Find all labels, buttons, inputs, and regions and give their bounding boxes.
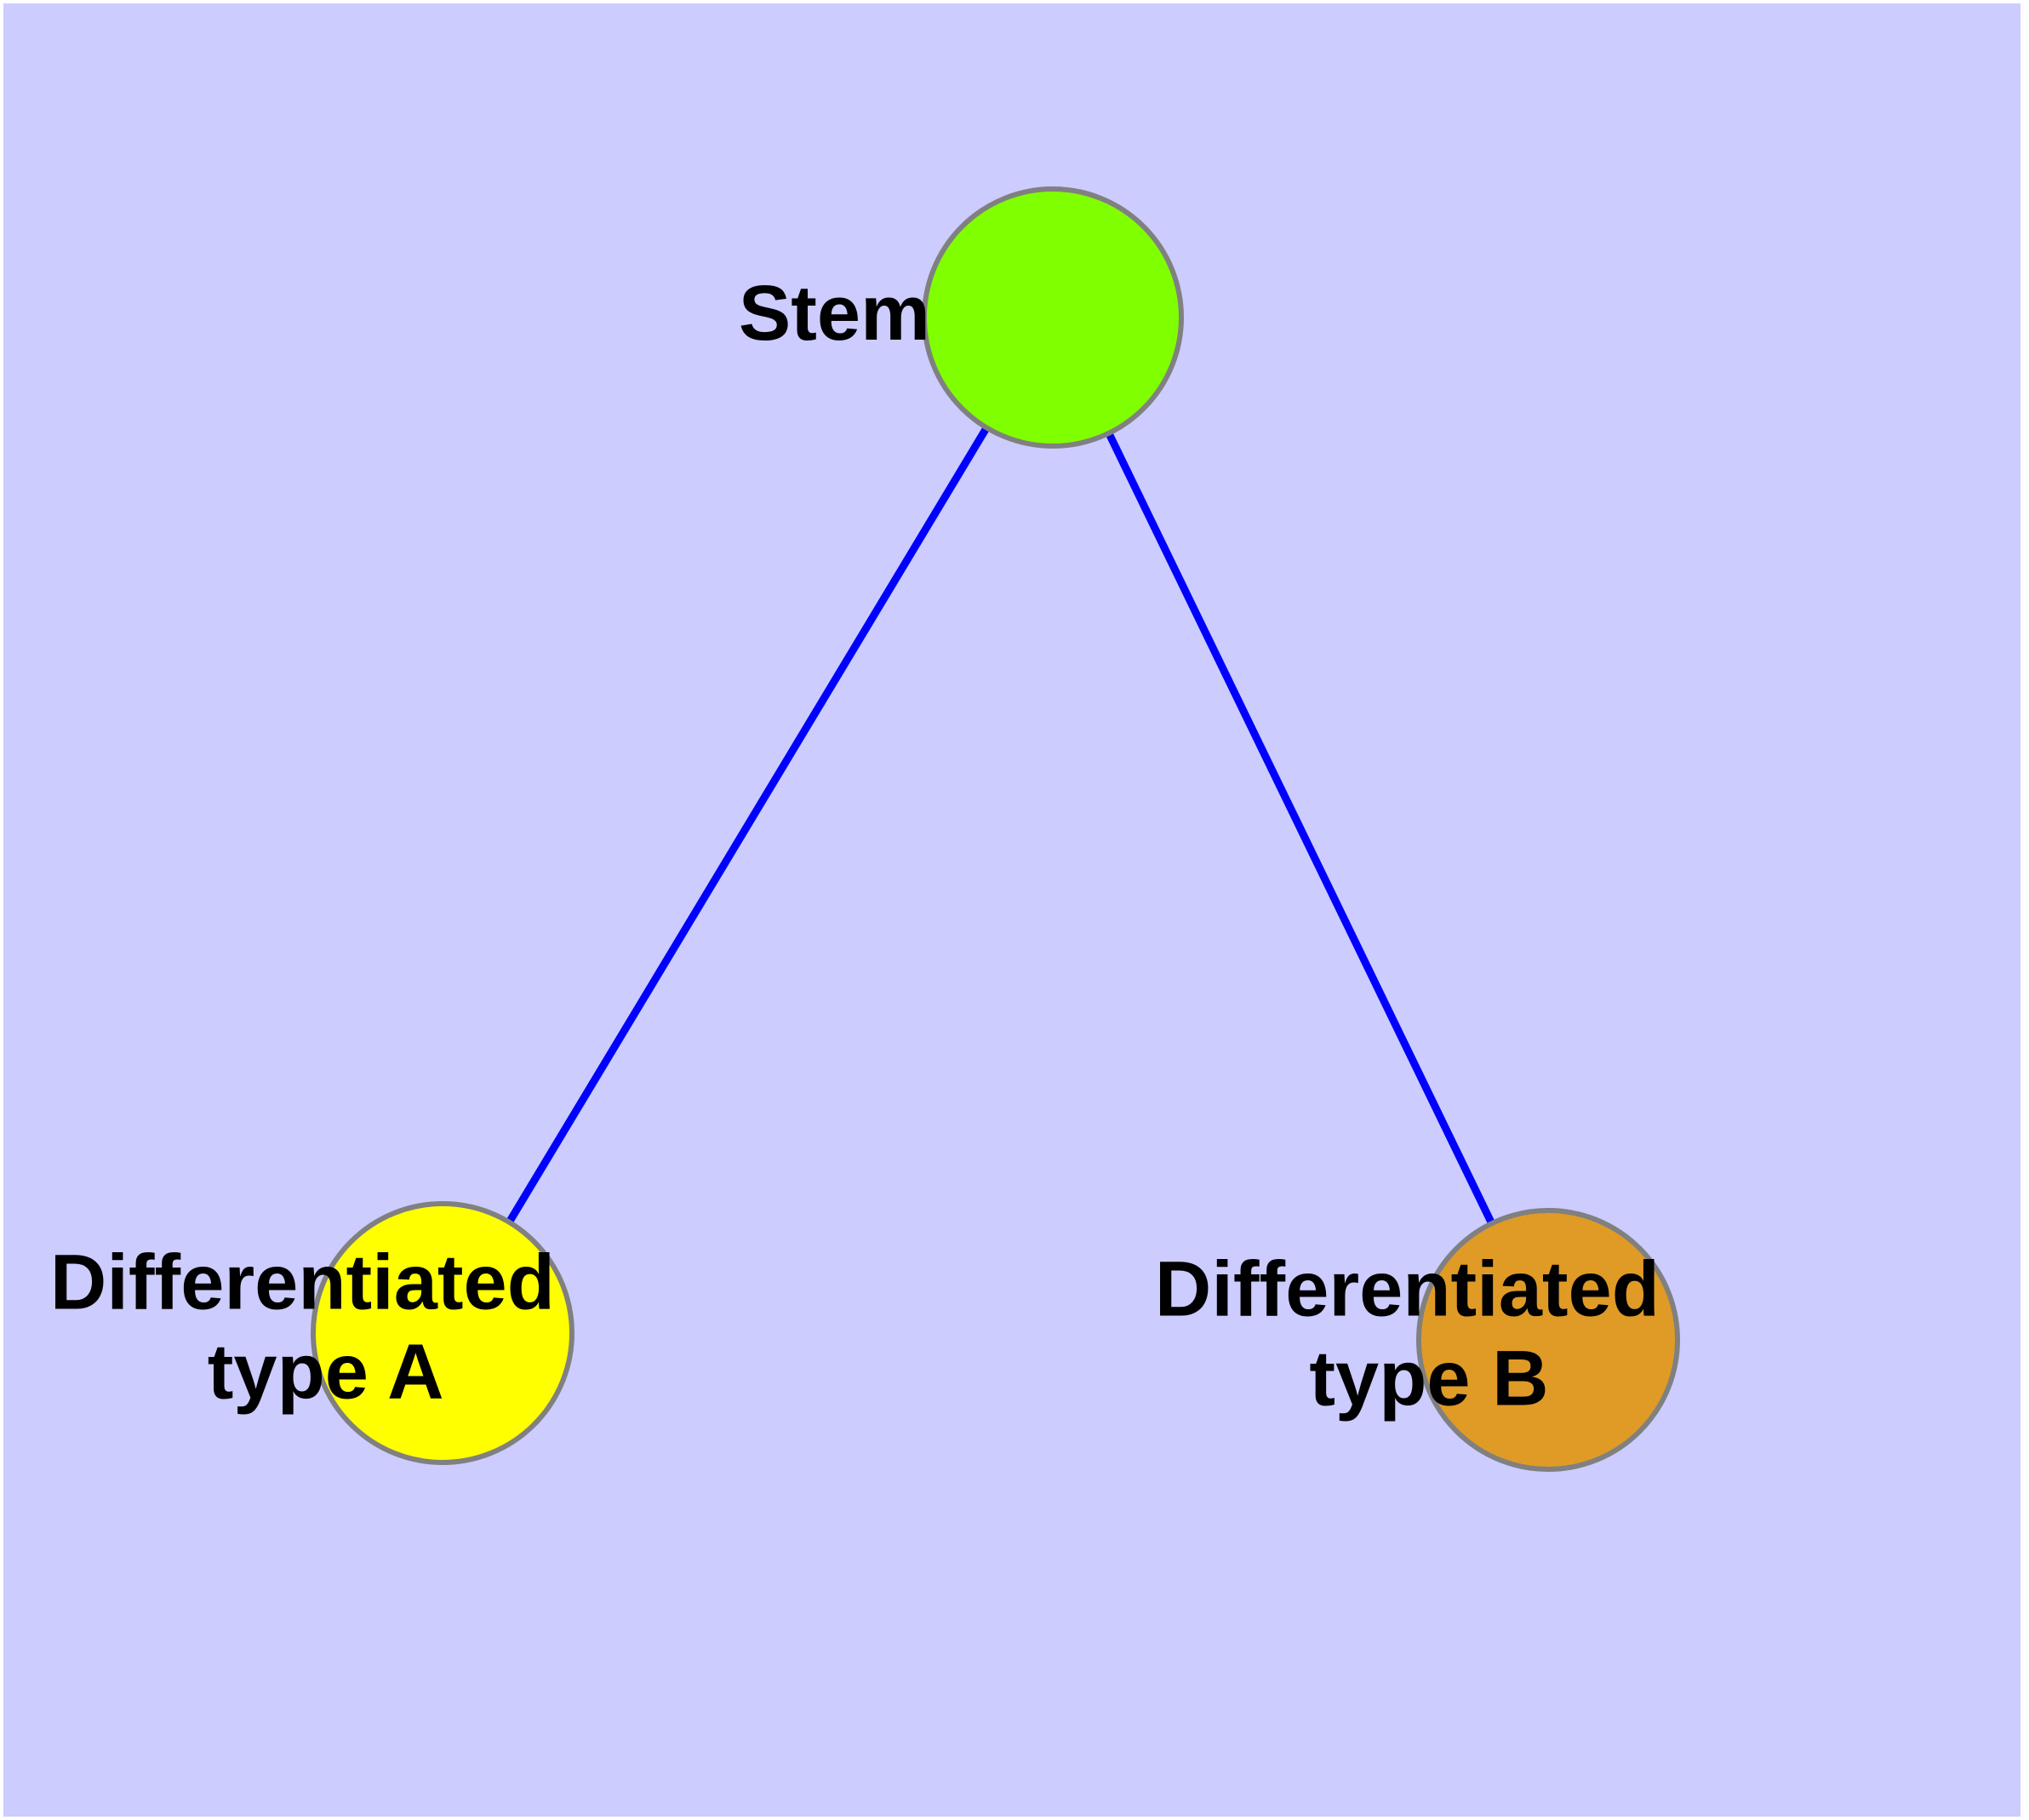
node-layer: Stem Differentiated type A Differentiate… bbox=[50, 186, 1899, 1472]
node-stem-label: Stem bbox=[739, 270, 1365, 357]
node-differentiated-type-b-label-line2: type B bbox=[1309, 1336, 1548, 1422]
node-differentiated-type-b-label-line1: Differentiated bbox=[1155, 1246, 1660, 1333]
node-stem-circle[interactable] bbox=[922, 186, 1184, 449]
node-differentiated-type-a-label: Differentiated type A bbox=[50, 1239, 794, 1416]
node-differentiated-type-b-circle[interactable] bbox=[1416, 1208, 1680, 1472]
node-differentiated-type-a-label-line1: Differentiated bbox=[50, 1239, 555, 1326]
node-differentiated-type-b-label: Differentiated type B bbox=[1155, 1246, 1899, 1422]
node-differentiated-type-a-label-line2: type A bbox=[208, 1329, 443, 1416]
node-differentiated-type-a-circle[interactable] bbox=[311, 1201, 574, 1465]
node-stem[interactable]: Stem bbox=[739, 186, 1365, 449]
node-stem-label-line1: Stem bbox=[739, 270, 930, 357]
node-differentiated-type-b[interactable]: Differentiated type B bbox=[1155, 1208, 1899, 1472]
edge-stem-to-type-a[interactable] bbox=[439, 315, 1056, 1336]
edge-stem-to-type-b[interactable] bbox=[1049, 316, 1552, 1342]
edge-layer bbox=[439, 315, 1552, 1342]
node-differentiated-type-a[interactable]: Differentiated type A bbox=[50, 1201, 794, 1465]
